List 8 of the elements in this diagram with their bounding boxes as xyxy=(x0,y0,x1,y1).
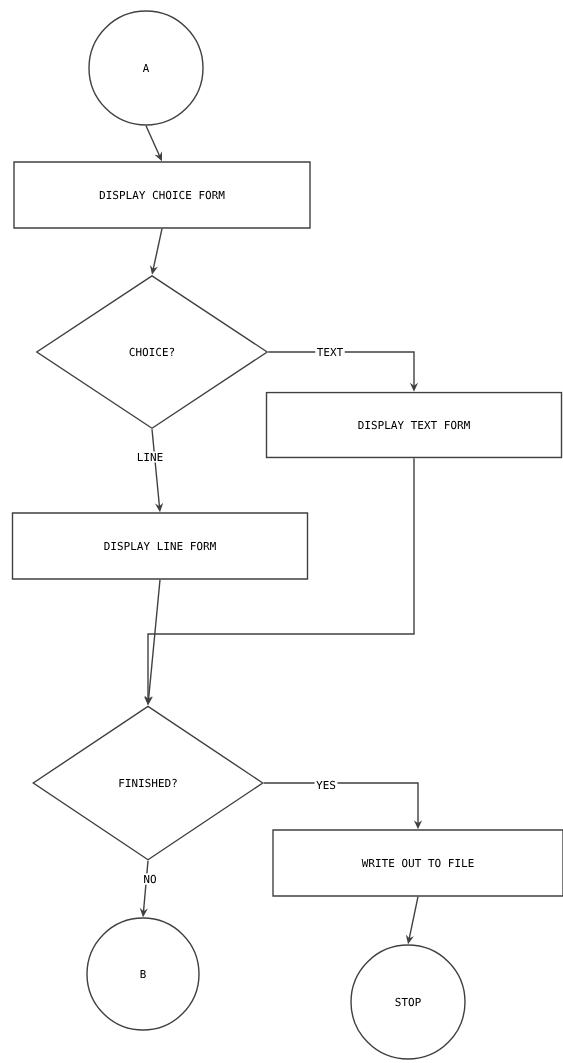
process-box: WRITE OUT TO FILE xyxy=(272,829,563,897)
edge-label: YES xyxy=(314,779,338,791)
process-box: DISPLAY CHOICE FORM xyxy=(13,161,311,229)
edge-label: NO xyxy=(141,873,159,885)
process-box: DISPLAY LINE FORM xyxy=(11,512,309,580)
edge-label: TEXT xyxy=(315,346,345,358)
process-box: DISPLAY TEXT FORM xyxy=(265,391,563,459)
edge-label: LINE xyxy=(135,451,165,463)
